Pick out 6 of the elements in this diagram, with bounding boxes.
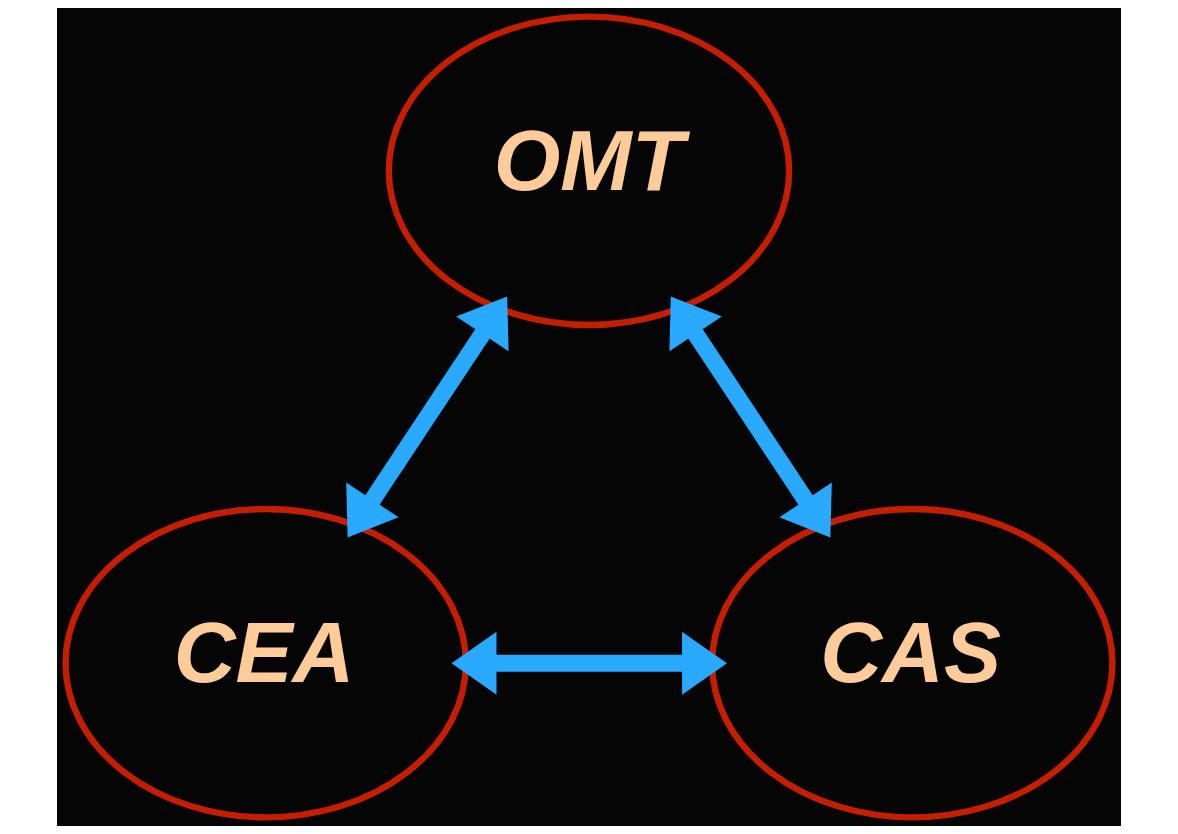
arrow: [669, 296, 832, 538]
arrow: [346, 296, 509, 538]
node-ellipse: OMT: [385, 13, 793, 329]
node-ellipse: CAS: [708, 505, 1116, 821]
node-ellipse: CEA: [62, 505, 470, 821]
arrow: [451, 631, 727, 695]
